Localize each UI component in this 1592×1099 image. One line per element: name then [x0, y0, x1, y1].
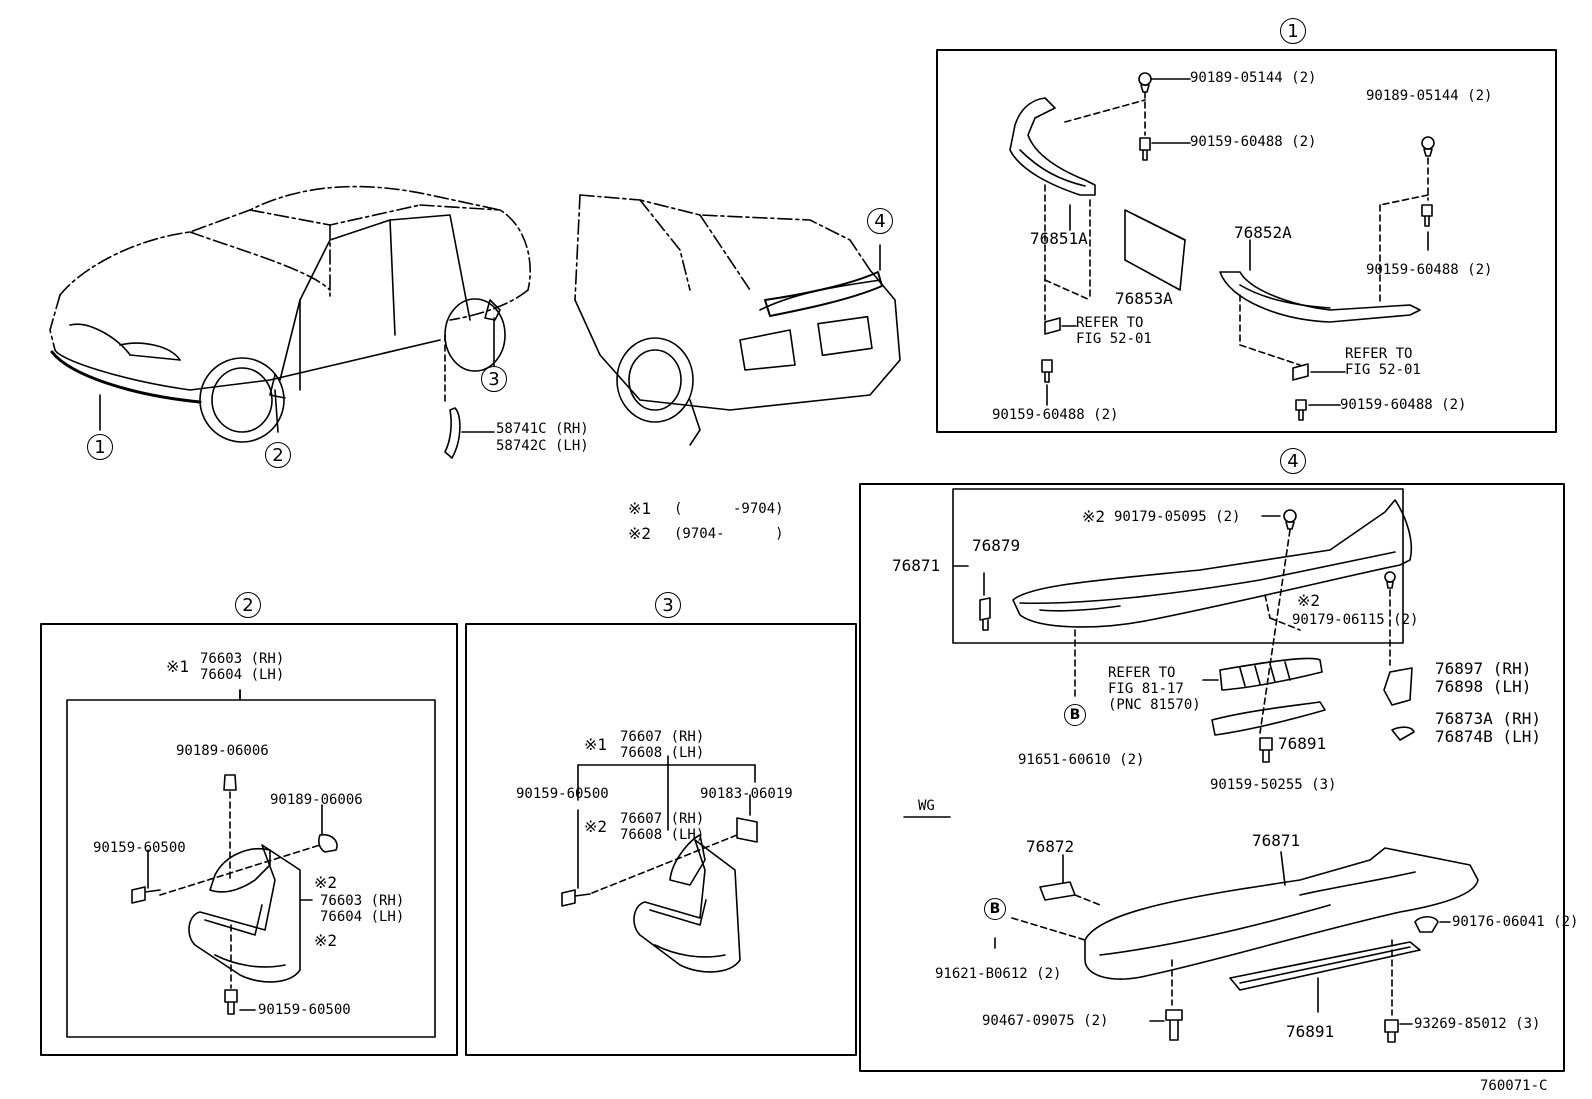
p1-label-b: 90159-60488 (2) — [1190, 134, 1317, 150]
panel-2-inner-frame — [66, 699, 436, 1038]
car-front-solid — [54, 214, 506, 443]
p2-mark1: ※1 — [166, 657, 190, 676]
panel4-upper-parts — [979, 499, 1415, 763]
panel4-lower-leaders — [1011, 894, 1393, 1016]
panel-2-frame — [40, 623, 458, 1056]
fender-label-lh: 58742C (LH) — [496, 438, 589, 454]
callout-2-panel: 2 — [235, 592, 261, 618]
p4-label-l: 76871 — [1252, 831, 1301, 850]
p4-label-o: 90467-09075 (2) — [982, 1013, 1109, 1029]
fender-label-rh: 58741C (RH) — [496, 421, 589, 437]
p2-mark3: ※2 — [314, 931, 338, 950]
p1-label-a: 90189-05144 (2) — [1190, 70, 1317, 86]
p4-label-m: 90176-06041 (2) — [1452, 914, 1579, 930]
p3-mark2: ※2 — [584, 817, 608, 836]
leader-c2 — [274, 389, 279, 433]
panel2-leaders — [159, 791, 321, 989]
panel4-upper-leaders — [1074, 529, 1391, 734]
p1-label-h: REFER TO FIG 52-01 — [1076, 315, 1152, 347]
p1-label-k: 90159-60488 (2) — [1340, 397, 1467, 413]
panel4-upper-label-leaders — [953, 515, 1281, 681]
p3-label-c: 76607 (RH) 76608 (LH) — [620, 811, 705, 843]
p4-label-n: 91621-B0612 (2) — [935, 966, 1062, 982]
p4-label-e: REFER TO FIG 81-17 (PNC 81570) — [1108, 665, 1201, 713]
p4-label-g: 76873A (RH) 76874B (LH) — [1435, 709, 1541, 746]
callout-3-car: 3 — [481, 366, 507, 392]
p4-label-k: 76872 — [1026, 837, 1075, 856]
panel2-label-leaders — [147, 804, 323, 1011]
figure-code: 760071-C — [1480, 1078, 1548, 1094]
p4-label-f: 76897 (RH) 76898 (LH) — [1435, 659, 1532, 696]
p4-label-b: 76879 — [972, 536, 1021, 555]
panel3-bracket — [577, 755, 756, 889]
callout-1-top: 1 — [1280, 18, 1306, 44]
p1-label-d: 76851A — [1030, 229, 1088, 248]
front-spoiler-on-car — [50, 350, 202, 404]
panel-4-inner-frame — [952, 488, 1404, 644]
p2-label-c: 90159-60500 — [93, 840, 186, 856]
panel-1-frame — [936, 49, 1557, 433]
p1-label-c: 90189-05144 (2) — [1366, 88, 1493, 104]
note-1-mark: ※1 — [628, 499, 652, 518]
p1-label-g: 90159-60488 (2) — [1366, 262, 1493, 278]
p2-label-d: 76603 (RH) 76604 (LH) — [320, 893, 405, 925]
callout-4-panel: 4 — [1280, 448, 1306, 474]
callout-1-car: 1 — [87, 434, 113, 460]
p1-label-e: 76853A — [1115, 289, 1173, 308]
panel2-parts — [131, 689, 338, 1015]
panel4-lower-label-leaders — [994, 851, 1451, 1025]
note-2-text: (9704- ) — [674, 526, 784, 542]
note-2-mark: ※2 — [628, 524, 652, 543]
panel1-leaders — [1044, 91, 1429, 366]
p4-label-c: 76871 — [892, 556, 941, 575]
car-front-view — [49, 185, 531, 351]
fender-liner-part — [444, 407, 461, 459]
callout-3-panel: 3 — [655, 592, 681, 618]
panel1-label-leaders — [1046, 78, 1429, 406]
panel4-lower-parts — [1039, 847, 1479, 1043]
p3-mark1: ※1 — [584, 735, 608, 754]
p2-mark2: ※2 — [314, 873, 338, 892]
panel1-parts — [1009, 72, 1435, 421]
p1-label-i: REFER TO FIG 52-01 — [1345, 346, 1421, 378]
p4-mark1: ※2 — [1082, 507, 1106, 526]
p4-label-i: 91651-60610 (2) — [1018, 752, 1145, 768]
p4-label-a: 90179-05095 (2) — [1114, 509, 1241, 525]
callout-2-car: 2 — [265, 442, 291, 468]
p2-label-top: 76603 (RH) 76604 (LH) — [200, 651, 285, 683]
callout-4-car: 4 — [867, 208, 893, 234]
note-1-text: ( -9704) — [674, 501, 784, 517]
p4-label-wg: WG — [918, 798, 935, 814]
car-rear-view — [574, 194, 871, 301]
panel-4-frame — [859, 483, 1565, 1072]
p4-label-q: 93269-85012 (3) — [1414, 1016, 1541, 1032]
car-rear-solid — [574, 269, 901, 446]
p1-label-f: 76852A — [1234, 223, 1292, 242]
p4-label-d: 90179-06115 (2) — [1292, 612, 1419, 628]
callout-b-upper: B — [1064, 704, 1086, 726]
panel3-leaders — [591, 834, 738, 894]
p2-label-e: 90159-60500 — [258, 1002, 351, 1018]
p2-label-b: 90189-06006 — [270, 792, 363, 808]
p2-label-a: 90189-06006 — [176, 743, 269, 759]
p4-mark2: ※2 — [1297, 591, 1321, 610]
callout-b-lower: B — [984, 898, 1006, 920]
panel3-parts — [561, 817, 758, 973]
panel-3-frame — [465, 623, 857, 1056]
p3-label-a: 90159-60500 — [516, 786, 609, 802]
p1-label-j: 90159-60488 (2) — [992, 407, 1119, 423]
p4-label-j: 90159-50255 (3) — [1210, 777, 1337, 793]
p4-label-p: 76891 — [1286, 1022, 1335, 1041]
p3-label-top: 76607 (RH) 76608 (LH) — [620, 729, 705, 761]
p4-label-h: 76891 — [1278, 734, 1327, 753]
p3-label-b: 90183-06019 — [700, 786, 793, 802]
